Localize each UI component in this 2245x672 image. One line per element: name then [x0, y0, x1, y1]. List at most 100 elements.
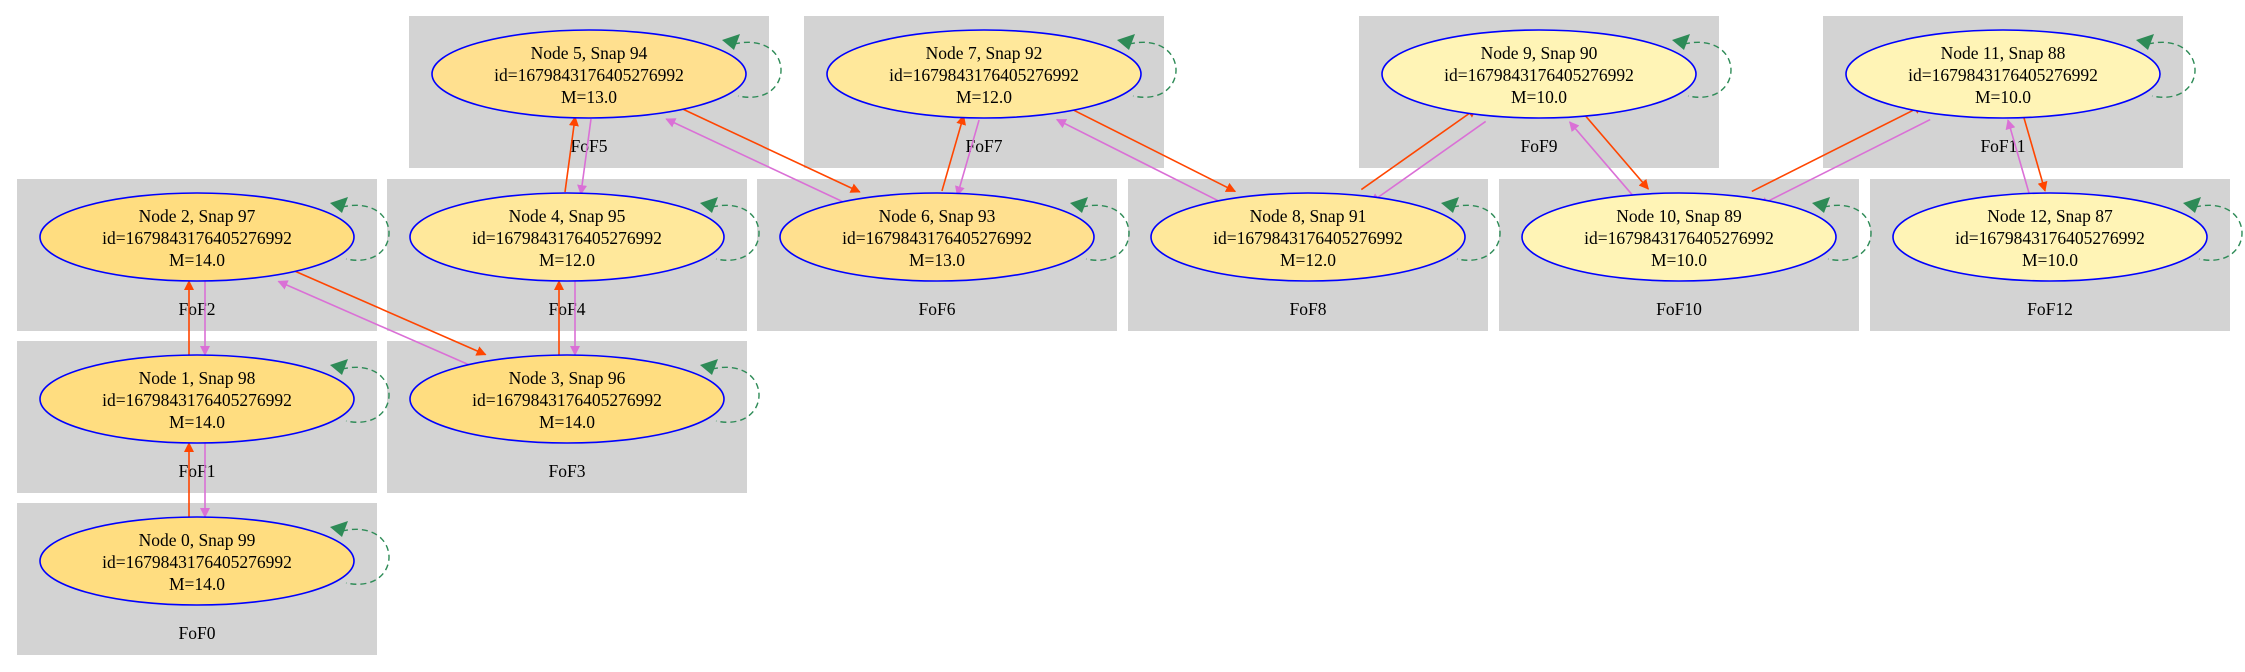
- node-line3-text: M=14.0: [169, 574, 225, 594]
- node-line2-text: id=1679843176405276992: [1213, 228, 1403, 248]
- node-line3-text: M=12.0: [539, 250, 595, 270]
- descendant-edge-12-11: [2005, 119, 2031, 196]
- node-ellipse: [39, 516, 355, 606]
- self-loop-edge: [1823, 204, 1872, 261]
- node-layer: Node 0, Snap 99id=1679843176405276992M=1…: [39, 29, 2243, 606]
- node-line1-text: Node 12, Snap 87: [1987, 206, 2113, 226]
- descendant-edge-9-8: [1369, 120, 1487, 204]
- node-ellipse: [409, 192, 725, 282]
- node-line2-text: id=1679843176405276992: [842, 228, 1032, 248]
- node-line3-text: M=14.0: [169, 250, 225, 270]
- self-loop-arrowhead: [330, 359, 348, 375]
- cluster-label: FoF11: [1980, 136, 2025, 156]
- self-loop-arrowhead: [700, 197, 718, 213]
- node-line3-text: M=10.0: [1975, 87, 2031, 107]
- node-ellipse: [1845, 29, 2161, 119]
- node-line1-text: Node 7, Snap 92: [926, 43, 1043, 63]
- cluster-label: FoF5: [571, 136, 608, 156]
- node-line2-text: id=1679843176405276992: [1584, 228, 1774, 248]
- node-line3-text: M=13.0: [909, 250, 965, 270]
- self-loop-arrowhead: [700, 359, 718, 375]
- node-10: Node 10, Snap 89id=1679843176405276992M=…: [1521, 192, 1872, 282]
- node-3: Node 3, Snap 96id=1679843176405276992M=1…: [409, 354, 760, 444]
- node-line3-text: M=13.0: [561, 87, 617, 107]
- node-line1-text: Node 10, Snap 89: [1616, 206, 1742, 226]
- descendant-edge-5-4: [577, 118, 592, 196]
- node-2: Node 2, Snap 97id=1679843176405276992M=1…: [39, 192, 390, 282]
- node-line2-text: id=1679843176405276992: [102, 228, 292, 248]
- self-loop-edge: [711, 204, 760, 261]
- progenitor-edge-6-7: [941, 114, 966, 192]
- node-line2-text: id=1679843176405276992: [102, 390, 292, 410]
- node-line1-text: Node 0, Snap 99: [139, 530, 256, 550]
- node-line1-text: Node 1, Snap 98: [139, 368, 256, 388]
- node-1: Node 1, Snap 98id=1679843176405276992M=1…: [39, 354, 390, 444]
- progenitor-edge-10-11: [1751, 104, 1924, 193]
- node-line1-text: Node 4, Snap 95: [509, 206, 626, 226]
- node-line2-text: id=1679843176405276992: [1908, 65, 2098, 85]
- node-ellipse: [1381, 29, 1697, 119]
- self-loop-edge: [2194, 204, 2243, 261]
- node-ellipse: [39, 354, 355, 444]
- node-8: Node 8, Snap 91id=1679843176405276992M=1…: [1150, 192, 1501, 282]
- progenitor-edge-8-9: [1360, 107, 1478, 191]
- cluster-label: FoF7: [966, 136, 1003, 156]
- self-loop-arrowhead: [1070, 197, 1088, 213]
- node-6: Node 6, Snap 93id=1679843176405276992M=1…: [779, 192, 1130, 282]
- node-line1-text: Node 8, Snap 91: [1250, 206, 1367, 226]
- node-line1-text: Node 2, Snap 97: [139, 206, 256, 226]
- descendant-edge-7-6: [955, 119, 980, 197]
- node-line2-text: id=1679843176405276992: [102, 552, 292, 572]
- self-loop-edge: [341, 366, 390, 423]
- node-line3-text: M=12.0: [1280, 250, 1336, 270]
- self-loop-edge: [1128, 41, 1177, 98]
- node-line1-text: Node 9, Snap 90: [1481, 43, 1598, 63]
- node-0: Node 0, Snap 99id=1679843176405276992M=1…: [39, 516, 390, 606]
- node-ellipse: [1150, 192, 1466, 282]
- descendant-edge-10-9: [1569, 121, 1637, 200]
- node-ellipse: [409, 354, 725, 444]
- progenitor-edge-5-6: [672, 103, 861, 193]
- self-loop-arrowhead: [1672, 34, 1690, 50]
- node-line1-text: Node 11, Snap 88: [1941, 43, 2066, 63]
- cluster-label: FoF0: [179, 623, 216, 643]
- node-line3-text: M=12.0: [956, 87, 1012, 107]
- self-loop-arrowhead: [1441, 197, 1459, 213]
- descendant-edge-6-5: [665, 118, 854, 208]
- descendant-edge-8-7: [1055, 118, 1229, 207]
- progenitor-edge-4-5: [564, 115, 579, 193]
- progenitor-edge-7-8: [1063, 104, 1237, 193]
- edge-layer: [184, 103, 2048, 518]
- self-loop-arrowhead: [1117, 34, 1135, 50]
- cluster-label: FoF10: [1656, 299, 1702, 319]
- node-line2-text: id=1679843176405276992: [494, 65, 684, 85]
- node-line1-text: Node 3, Snap 96: [509, 368, 626, 388]
- cluster-label: FoF8: [1290, 299, 1327, 319]
- node-line3-text: M=14.0: [539, 412, 595, 432]
- node-9: Node 9, Snap 90id=1679843176405276992M=1…: [1381, 29, 1732, 119]
- node-line3-text: M=10.0: [1511, 87, 1567, 107]
- node-ellipse: [1892, 192, 2208, 282]
- self-loop-edge: [1081, 204, 1130, 261]
- node-5: Node 5, Snap 94id=1679843176405276992M=1…: [431, 29, 782, 119]
- node-line1-text: Node 6, Snap 93: [879, 206, 996, 226]
- self-loop-edge: [1452, 204, 1501, 261]
- self-loop-edge: [1683, 41, 1732, 98]
- cluster-label: FoF1: [179, 461, 216, 481]
- cluster-label: FoF2: [179, 299, 216, 319]
- node-ellipse: [1521, 192, 1837, 282]
- self-loop-edge: [341, 204, 390, 261]
- node-line3-text: M=10.0: [1651, 250, 1707, 270]
- self-loop-edge: [733, 41, 782, 98]
- node-ellipse: [826, 29, 1142, 119]
- self-loop-arrowhead: [2183, 197, 2201, 213]
- cluster-label: FoF6: [919, 299, 956, 319]
- descendant-edge-3-2: [277, 280, 480, 371]
- node-line2-text: id=1679843176405276992: [472, 390, 662, 410]
- node-line3-text: M=10.0: [2022, 250, 2078, 270]
- self-loop-arrowhead: [722, 34, 740, 50]
- node-line2-text: id=1679843176405276992: [889, 65, 1079, 85]
- self-loop-edge: [711, 366, 760, 423]
- self-loop-edge: [341, 528, 390, 585]
